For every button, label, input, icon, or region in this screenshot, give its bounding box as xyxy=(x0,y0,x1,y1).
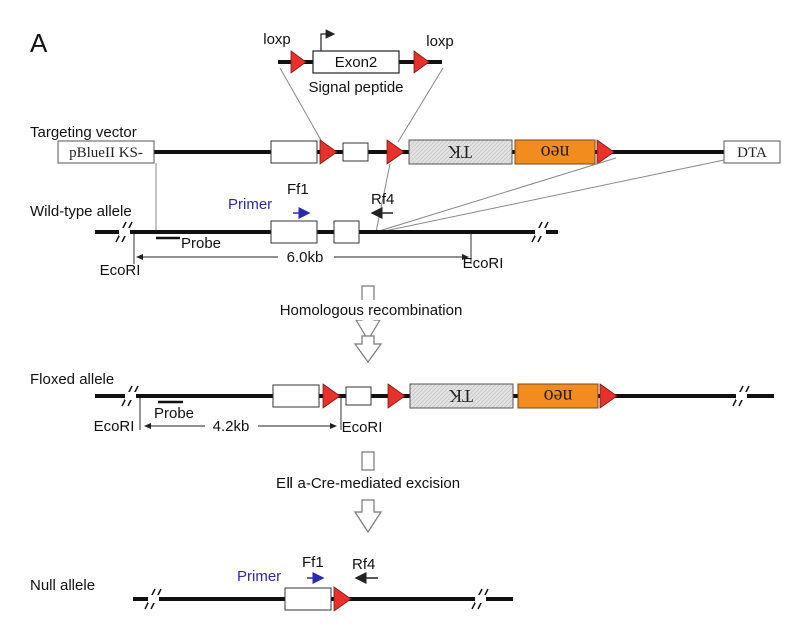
wt-fragment-arrowhead-right xyxy=(462,254,469,260)
wt-break-left-gap xyxy=(119,228,130,236)
step2-hollow-arrow xyxy=(361,451,375,471)
homology-line-dta xyxy=(379,159,725,233)
wt-ff1-label: Ff1 xyxy=(287,181,309,198)
step1-label-mask xyxy=(352,300,384,320)
signal-peptide-label: Signal peptide xyxy=(308,79,403,96)
fl-break-left-gap xyxy=(125,392,136,400)
wt-break-right-gap xyxy=(535,228,546,236)
step2-label: EⅡ a-Cre-mediated excision xyxy=(276,475,460,492)
vector-exon-1 xyxy=(270,140,318,164)
tk-label: TK xyxy=(448,142,472,162)
fl-tk-cassette xyxy=(409,383,514,409)
wt-rf4-label: Rf4 xyxy=(371,191,394,208)
transcription-start-arrow xyxy=(320,29,336,51)
homology-lines xyxy=(155,157,725,233)
wt-ecori-right-label: EcoRI xyxy=(463,255,504,272)
fl-exon-2 xyxy=(345,386,372,406)
loxp-triangle-right xyxy=(413,50,430,74)
null-break-right-gap xyxy=(475,595,486,603)
fl-probe-label: Probe xyxy=(154,405,194,422)
floxed-row: Floxed allele TK neo Probe 4.2kb EcoRI E… xyxy=(30,371,774,436)
inset-zoom-line-right xyxy=(397,67,444,143)
exon2-inset: Exon2 loxp loxp Signal peptide xyxy=(263,29,454,143)
fl-exon-1 xyxy=(272,384,320,408)
step2-arrow: EⅡ a-Cre-mediated excision xyxy=(276,451,460,534)
null-loxp xyxy=(333,586,352,612)
fl-neo-label: neo xyxy=(544,385,573,407)
wild-type-label: Wild-type allele xyxy=(30,203,132,220)
fl-loxp-1 xyxy=(322,383,341,409)
fl-fragment-arrowhead-left xyxy=(144,423,151,429)
fl-loxp-3 xyxy=(599,383,618,409)
wt-fragment-arrowhead-left xyxy=(136,254,143,260)
null-exon-1 xyxy=(284,587,332,611)
step1-arrow-head xyxy=(353,335,383,364)
loxp-label-left: loxp xyxy=(263,31,291,48)
loxp-triangle-left xyxy=(290,50,307,74)
fl-break-right-gap xyxy=(736,392,747,400)
fl-fragment-size: 4.2kb xyxy=(213,418,250,435)
step1-label: Homologous recombination xyxy=(280,302,463,319)
homology-line-neo xyxy=(375,157,617,233)
homology-line-loxp xyxy=(375,163,391,233)
null-primer-label: Primer xyxy=(237,568,281,585)
vector-loxp-3 xyxy=(596,139,615,165)
step1-arrow: Homologous recombination xyxy=(280,285,463,364)
fl-ecori-right-label: EcoRI xyxy=(342,419,383,436)
fl-fragment-arrowhead-right xyxy=(330,423,337,429)
null-label: Null allele xyxy=(30,577,95,594)
panel-label: A xyxy=(30,28,48,58)
vector-loxp-2 xyxy=(386,139,405,165)
inset-zoom-line-left xyxy=(279,67,323,143)
loxp-label-right: loxp xyxy=(426,33,454,50)
targeting-vector-row: Targeting vector pBlueII KS- TK neo DTA xyxy=(30,124,781,165)
step2-arrow-head xyxy=(353,499,383,534)
neo-cassette xyxy=(514,139,596,165)
floxed-label: Floxed allele xyxy=(30,371,114,388)
targeting-vector-label: Targeting vector xyxy=(30,124,137,141)
vector-loxp-1 xyxy=(319,139,338,165)
neo-label: neo xyxy=(541,141,570,163)
wt-exon-1 xyxy=(270,220,318,244)
dta-box xyxy=(723,140,781,164)
null-row: Null allele Primer Ff1 Rf4 xyxy=(30,554,513,612)
null-ff1-label: Ff1 xyxy=(302,554,324,571)
wt-primer-label: Primer xyxy=(228,196,272,213)
exon2-label: Exon2 xyxy=(335,54,378,71)
exon2-box xyxy=(312,50,400,74)
null-break-left-gap xyxy=(148,595,159,603)
vector-exon-3 xyxy=(342,142,369,162)
wild-type-row: Wild-type allele Primer Ff1 Rf4 Probe 6.… xyxy=(30,181,558,279)
dta-label: DTA xyxy=(737,145,767,161)
null-rf4-label: Rf4 xyxy=(352,556,375,573)
fl-ecori-left-label: EcoRI xyxy=(94,418,135,435)
wt-fragment-size: 6.0kb xyxy=(287,249,324,266)
fl-tk-label: TK xyxy=(449,386,473,406)
wt-probe-label: Probe xyxy=(181,235,221,252)
fl-loxp-2 xyxy=(387,383,406,409)
tk-cassette xyxy=(408,139,513,165)
wt-exon-2 xyxy=(333,220,360,244)
fl-neo-cassette xyxy=(517,383,599,409)
pblueii-box xyxy=(57,140,155,164)
pblueii-label: pBlueII KS- xyxy=(69,145,143,161)
wt-ecori-left-label: EcoRI xyxy=(100,262,141,279)
